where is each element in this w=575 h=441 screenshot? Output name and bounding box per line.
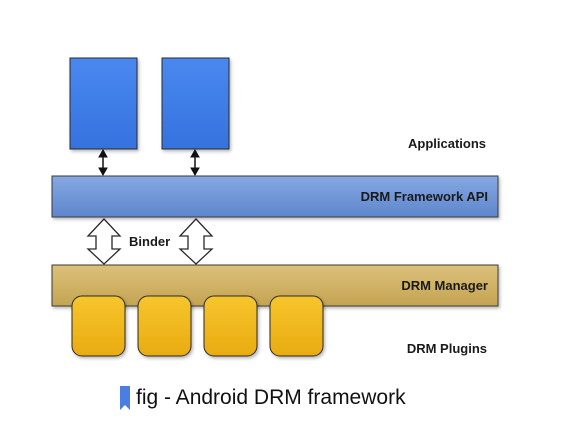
binder-arrow-1 — [86, 218, 122, 265]
drm-plugin-box-3 — [203, 295, 258, 357]
binder-arrow-2 — [178, 218, 214, 265]
application-box-1 — [69, 57, 138, 150]
drm-plugin-box-1 — [71, 295, 126, 357]
drm-plugins-label: DRM Plugins — [407, 341, 487, 356]
drm-plugin-box-2 — [137, 295, 192, 357]
app-to-api-arrow-2 — [190, 148, 200, 177]
applications-label: Applications — [408, 136, 486, 151]
app-to-api-arrow-1 — [98, 148, 108, 177]
figure-caption: fig - Android DRM framework — [120, 384, 406, 412]
application-box-2 — [161, 57, 230, 150]
drm-framework-api-bar — [51, 175, 499, 218]
drm-framework-api-label: DRM Framework API — [361, 189, 488, 204]
drm-plugin-box-4 — [269, 295, 324, 357]
drm-manager-label: DRM Manager — [401, 278, 488, 293]
caption-text: fig - Android DRM framework — [136, 386, 406, 409]
bookmark-icon — [120, 386, 130, 410]
binder-label: Binder — [129, 234, 170, 249]
